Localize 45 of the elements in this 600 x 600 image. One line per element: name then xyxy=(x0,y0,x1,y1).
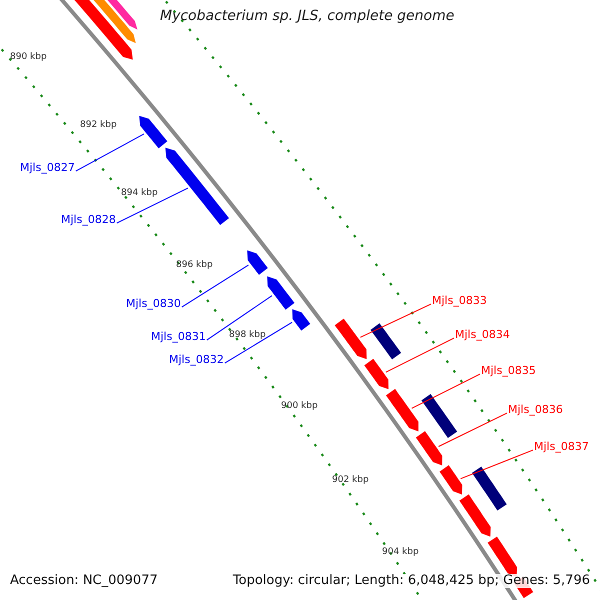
leader-line xyxy=(438,412,508,447)
leader-line xyxy=(411,374,480,409)
gene-block xyxy=(458,493,492,538)
leader-line xyxy=(360,304,432,338)
scale-label: 904 kbp xyxy=(382,548,419,558)
gene-block xyxy=(384,388,420,433)
scale-label: 902 kbp xyxy=(332,476,369,486)
gene-block xyxy=(266,275,296,311)
gene-block xyxy=(470,465,508,512)
gene-label: Mjls_0837 xyxy=(534,441,589,454)
leader-line xyxy=(75,133,144,172)
gene-block xyxy=(363,358,390,390)
gene-block xyxy=(334,318,368,360)
gene-block xyxy=(438,464,463,496)
gene-block xyxy=(291,308,312,332)
scale-label: 898 kbp xyxy=(229,331,266,341)
footer-text: Accession: NC_009077 xyxy=(10,574,158,588)
gene-block xyxy=(414,430,443,467)
gene-block xyxy=(420,392,458,440)
scale-label: 900 kbp xyxy=(281,402,318,412)
gene-label: Mjls_0836 xyxy=(508,404,563,416)
gene-label: Mjls_0833 xyxy=(432,295,487,308)
gene-label: Mjls_0828 xyxy=(61,214,116,226)
gene-block xyxy=(369,322,402,361)
gene-label: Mjls_0832 xyxy=(169,354,224,366)
scale-label: 892 kbp xyxy=(80,121,117,131)
leader-line xyxy=(385,338,454,373)
scale-label: 890 kbp xyxy=(10,53,47,63)
gene-block xyxy=(246,249,269,276)
leader-line xyxy=(116,188,188,224)
gene-label: Mjls_0834 xyxy=(455,329,510,342)
gene-label: Mjls_0827 xyxy=(20,162,75,174)
leader-line xyxy=(224,322,293,364)
leader-line xyxy=(206,295,272,341)
gene-label: Mjls_0830 xyxy=(126,298,181,310)
gene-block xyxy=(164,146,230,226)
footer-text: Topology: circular; Length: 6,048,425 bp; Genes: 5,796 xyxy=(232,574,590,588)
gene-label: Mjls_0831 xyxy=(151,331,206,344)
gene-label: Mjls_0835 xyxy=(481,365,536,378)
leader-line xyxy=(460,450,534,480)
gene-block xyxy=(138,114,168,150)
scale-label: 896 kbp xyxy=(176,261,213,271)
scale-label: 894 kbp xyxy=(121,189,158,199)
leader-line xyxy=(181,264,249,308)
diagram-title: Mycobacterium sp. JLS, complete genome xyxy=(160,9,454,24)
